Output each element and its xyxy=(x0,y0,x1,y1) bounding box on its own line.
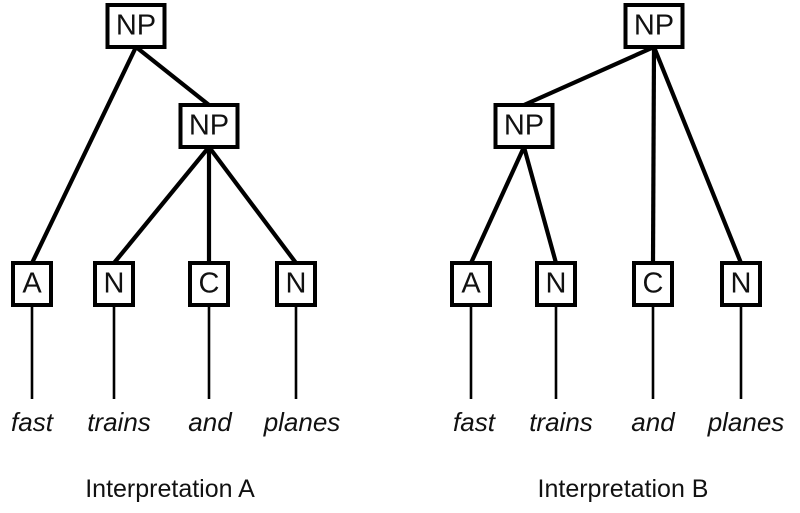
word-stem-group xyxy=(30,305,298,399)
terminal-word-a-word-and: and xyxy=(188,407,233,437)
branch-group xyxy=(469,45,743,264)
terminal-word-b-word-fast: fast xyxy=(453,407,497,437)
branch-group xyxy=(30,45,298,265)
node-label-a-pos-n2: N xyxy=(286,268,307,300)
node-box-b-pos-n1 xyxy=(535,261,577,307)
node-label-b-root-np: NP xyxy=(634,10,674,42)
node-label-a-inner-np: NP xyxy=(189,110,229,142)
node-box-a-pos-c xyxy=(188,261,230,307)
tree-branch-b-root-to-c xyxy=(650,46,657,264)
tree-node-b-pos-n1[interactable]: N xyxy=(535,261,577,307)
word-group: fast trains and planes xyxy=(453,407,784,437)
node-box-b-pos-n2 xyxy=(720,261,762,307)
tree-node-a-pos-n2[interactable]: N xyxy=(275,261,317,307)
tree-node-b-root-np[interactable]: NP xyxy=(623,3,685,49)
node-label-b-inner-np: NP xyxy=(504,110,544,142)
node-box-a-pos-a xyxy=(11,261,53,307)
node-label-b-pos-n1: N xyxy=(546,268,567,300)
terminal-word-a-word-trains: trains xyxy=(87,407,151,437)
tree-branch-b-root-to-innernp xyxy=(523,45,655,107)
node-box-b-inner-np xyxy=(493,103,555,149)
tree-branch-a-innernp-to-n1 xyxy=(112,145,211,265)
terminal-word-b-word-trains: trains xyxy=(529,407,593,437)
word-stem-group xyxy=(469,305,743,399)
tree-node-a-inner-np[interactable]: NP xyxy=(178,103,240,149)
tree-node-a-pos-n1[interactable]: N xyxy=(93,261,135,307)
caption-interpretation-b: Interpretation B xyxy=(538,475,709,503)
tree-branch-b-root-to-n2 xyxy=(652,46,743,264)
tree-branch-b-innernp-to-n1 xyxy=(521,146,559,264)
tree-branch-a-root-to-innernp xyxy=(134,45,211,107)
tree-node-b-pos-a[interactable]: A xyxy=(450,261,492,307)
tree-node-a-pos-a[interactable]: A xyxy=(11,261,53,307)
tree-node-b-inner-np[interactable]: NP xyxy=(493,103,555,149)
node-box-b-pos-c xyxy=(632,261,674,307)
node-group: NP NP A N C N xyxy=(450,3,762,307)
tree-branch-b-innernp-to-a xyxy=(469,146,526,264)
tree-node-a-pos-c[interactable]: C xyxy=(188,261,230,307)
node-label-b-pos-c: C xyxy=(643,268,664,300)
terminal-word-a-word-fast: fast xyxy=(11,407,55,437)
terminal-word-a-word-planes: planes xyxy=(263,407,341,437)
tree-node-a-root-np[interactable]: NP xyxy=(105,3,167,49)
node-box-a-pos-n1 xyxy=(93,261,135,307)
tree-node-b-pos-n2[interactable]: N xyxy=(720,261,762,307)
node-label-b-pos-n2: N xyxy=(731,268,752,300)
tree-branch-a-innernp-to-n2 xyxy=(207,145,298,265)
terminal-word-b-word-planes: planes xyxy=(707,407,785,437)
caption-interpretation-a: Interpretation A xyxy=(85,475,255,503)
word-group: fast trains and planes xyxy=(11,407,340,437)
node-label-a-root-np: NP xyxy=(116,10,156,42)
node-box-a-root-np xyxy=(105,3,167,49)
node-box-b-root-np xyxy=(623,3,685,49)
node-label-a-pos-n1: N xyxy=(104,268,125,300)
node-box-b-pos-a xyxy=(450,261,492,307)
tree-node-b-pos-c[interactable]: C xyxy=(632,261,674,307)
node-label-a-pos-c: C xyxy=(199,268,220,300)
node-label-b-pos-a: A xyxy=(461,268,481,300)
node-box-a-inner-np xyxy=(178,103,240,149)
tree-branch-a-root-to-a xyxy=(30,46,138,264)
node-box-a-pos-n2 xyxy=(275,261,317,307)
node-label-a-pos-a: A xyxy=(22,268,42,300)
node-group: NP NP A N C N xyxy=(11,3,317,307)
terminal-word-b-word-and: and xyxy=(631,407,676,437)
